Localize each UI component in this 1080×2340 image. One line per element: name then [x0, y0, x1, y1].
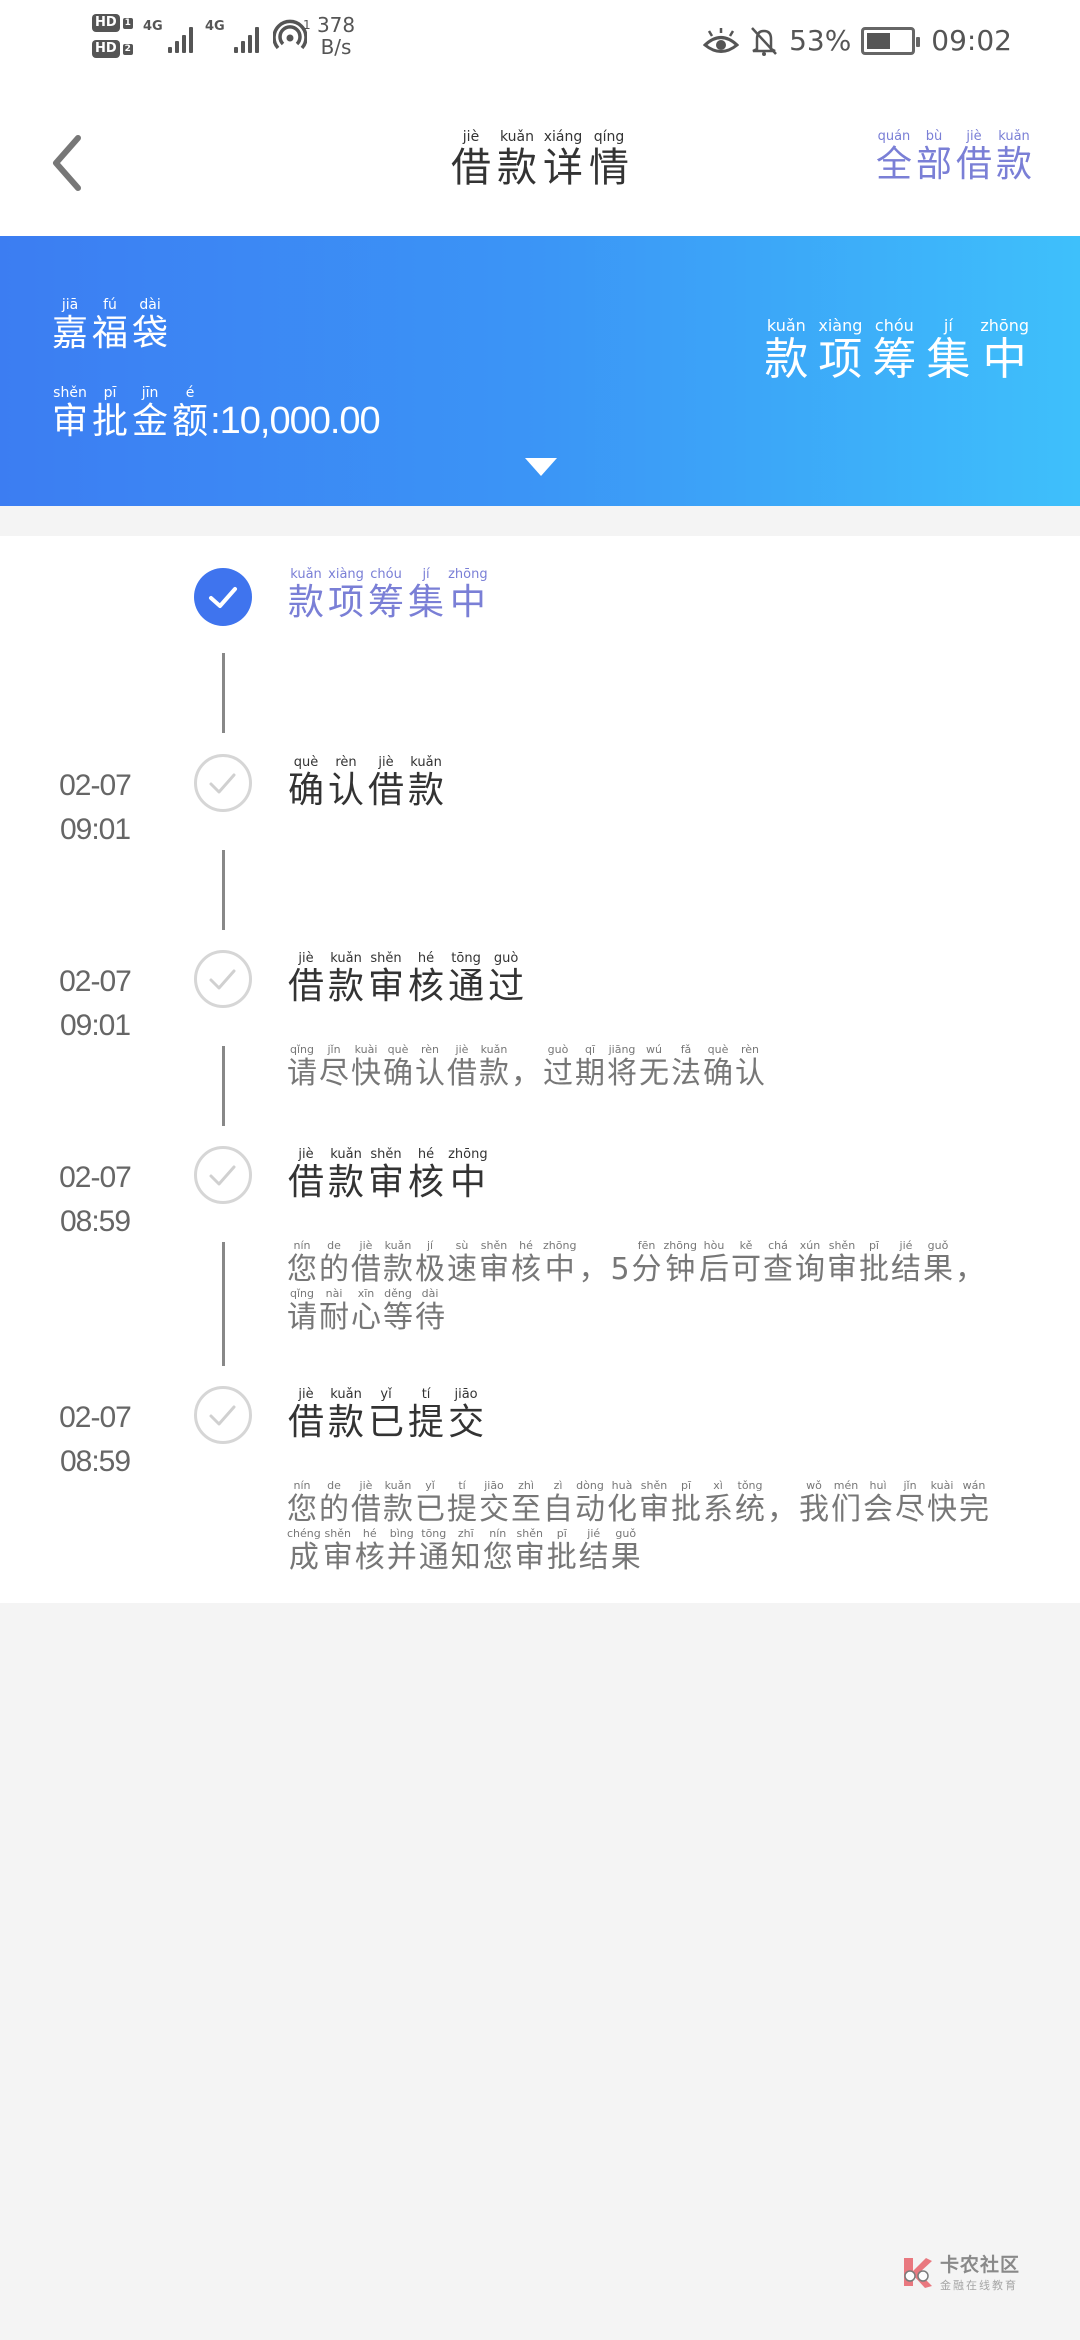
- all-loans-link[interactable]: 全quán部bù借jiè款kuǎn: [875, 129, 1032, 185]
- product-name: 嘉jiā福fú袋dài: [52, 297, 169, 354]
- sim1-hd-icon: HD 1: [92, 14, 133, 32]
- hotspot-icon: [272, 19, 307, 50]
- approved-amount: 审shěn批pī金jīn额é :10,000.00: [50, 385, 381, 444]
- check-circle-icon: [194, 950, 252, 1008]
- step-timestamp: 02-07 08:59: [59, 1401, 132, 1478]
- loan-status-label: 款kuǎn项xiàng筹chóu集jí中zhōng: [764, 316, 1029, 385]
- status-bar: HD 1 HD 2 4G 4G 1 378 B/s: [0, 0, 1080, 90]
- loan-progress-timeline: 款kuǎn项xiàng筹chóu集jí中zhōng 02-07 09:01 确q…: [0, 536, 1080, 1603]
- battery-percent: 53%: [789, 24, 852, 57]
- page-title: 借jiè款kuǎn详xiáng情qíng: [451, 129, 629, 191]
- check-circle-icon: [194, 1146, 252, 1204]
- loan-summary-banner: 嘉jiā福fú袋dài 审shěn批pī金jīn额é :10,000.00 款k…: [0, 236, 1080, 506]
- timeline-connector: [222, 850, 225, 930]
- back-button[interactable]: [44, 128, 94, 198]
- kanong-logo-icon: [904, 2257, 932, 2288]
- sim1-signal-icon: 4G: [143, 19, 195, 53]
- sim2-signal-icon: 4G: [205, 19, 263, 53]
- step-timestamp: 02-07 09:01: [59, 769, 132, 846]
- approved-amount-value: :10,000.00: [210, 400, 381, 442]
- triangle-down-icon[interactable]: [525, 458, 557, 476]
- step-title: 确què认rèn借jiè款kuǎn: [288, 755, 445, 811]
- clock: 09:02: [931, 24, 1012, 57]
- step-description: 您nín的de借jiè款kuǎn已yǐ提tí交jiāo至zhì自zì动dòng化…: [287, 1479, 989, 1575]
- step-title: 借jiè款kuǎn已yǐ提tí交jiāo: [288, 1387, 485, 1443]
- network-speed: 1 378 B/s: [302, 13, 356, 59]
- check-circle-icon: [194, 1386, 252, 1444]
- step-description: 请qǐng尽jǐn快kuài确què认rèn借jiè款kuǎn，过guò期qī将…: [287, 1043, 765, 1091]
- eye-comfort-icon: [703, 27, 740, 53]
- step-title: 款kuǎn项xiàng筹chóu集jí中zhōng: [288, 567, 488, 623]
- status-bar-left: HD 1 HD 2 4G 4G 1 378 B/s: [92, 14, 355, 58]
- timeline-connector: [222, 653, 225, 733]
- step-title: 借jiè款kuǎn审shěn核hé通tōng过guò: [288, 951, 525, 1007]
- watermark: 卡农社区 金融在线教育: [900, 2250, 1020, 2293]
- timeline-connector: [222, 1242, 225, 1366]
- status-bar-right: 53% 09:02: [703, 24, 1012, 57]
- step-timestamp: 02-07 08:59: [59, 1161, 132, 1238]
- step-title: 借jiè款kuǎn审shěn核hé中zhōng: [288, 1147, 488, 1203]
- step-description: 您nín的de借jiè款kuǎn极jí速sù审shěn核hé中zhōng，5分f…: [287, 1239, 985, 1335]
- approved-amount-label: 审shěn批pī金jīn额é: [52, 385, 209, 442]
- check-circle-icon: [194, 754, 252, 812]
- timeline-connector: [222, 1046, 225, 1126]
- battery-icon: [861, 26, 921, 55]
- sim2-hd-icon: HD 2: [92, 40, 133, 58]
- check-circle-filled-icon: [194, 568, 252, 626]
- bell-muted-icon: [751, 26, 777, 56]
- step-timestamp: 02-07 09:01: [59, 965, 132, 1042]
- nav-header: 借jiè款kuǎn详xiáng情qíng 全quán部bù借jiè款kuǎn: [0, 90, 1080, 236]
